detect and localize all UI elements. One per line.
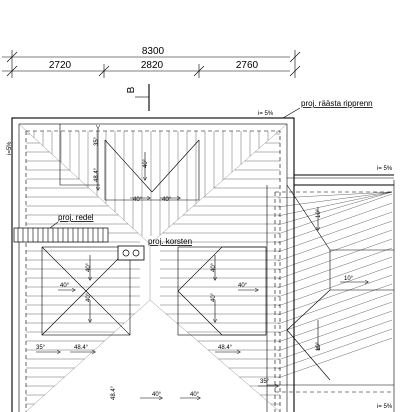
slope-label-top: i= 5% [258, 111, 274, 117]
rafter-line [277, 247, 393, 289]
rafter-line [277, 256, 393, 298]
angle-labels: 48.4° 35° 40° 40° 40° 10° 10° 10° 40° 40… [36, 136, 354, 400]
rafter-line [277, 193, 393, 235]
rafter-line [277, 265, 393, 307]
rafter-line [277, 191, 393, 199]
section-marker: B [126, 84, 150, 111]
angle-label: 48.4° [94, 167, 100, 182]
rafter-line [277, 238, 393, 280]
dimension-chain: 8300 2720 2820 2760 [2, 46, 301, 78]
dormer-top-left [59, 124, 200, 201]
angle-label: 48.4° [111, 385, 117, 400]
slope-arrows [36, 128, 368, 398]
dim-segment-2: 2820 [141, 60, 164, 71]
rafter-line [277, 301, 393, 343]
angle-label: 40° [190, 392, 200, 398]
angle-label: 10° [316, 208, 322, 218]
rafter-line [277, 202, 393, 244]
roof-outline [11, 117, 395, 412]
rafter-line [277, 191, 393, 217]
angle-label: 40° [86, 292, 92, 302]
rafter-line [277, 191, 393, 226]
rafter-line [277, 191, 393, 208]
note-ladder: proj. redel [58, 213, 94, 222]
angle-label: 10° [344, 276, 354, 282]
angle-label: 40° [211, 292, 217, 302]
dormer-left [41, 246, 131, 336]
rafter-line [277, 220, 393, 262]
slope-label-left: i=5% [7, 141, 13, 155]
angle-label: 40° [60, 283, 70, 289]
note-gutter: proj. räästa ripprenn [301, 99, 373, 108]
chimney: proj. korsten [117, 237, 192, 261]
angle-label: 35° [260, 379, 270, 385]
rafter-lines [26, 131, 393, 405]
dormer-right [177, 246, 267, 336]
angle-label: 40° [133, 197, 143, 203]
slope-label-right-bottom: i= 5% [377, 404, 393, 410]
angle-label: 48.4° [74, 345, 89, 351]
angle-label: 40° [211, 262, 217, 272]
angle-label: 10° [316, 341, 322, 351]
angle-label: 40° [152, 392, 162, 398]
angle-label: 40° [143, 158, 149, 168]
angle-label: 40° [86, 262, 92, 272]
angle-label: 40° [162, 197, 172, 203]
rafter-line [277, 328, 393, 370]
note-chimney: proj. korsten [148, 237, 192, 246]
angle-label: 35° [36, 345, 46, 351]
dim-total: 8300 [142, 46, 165, 57]
right-wing-ridges [286, 184, 394, 381]
dim-segment-3: 2760 [236, 60, 259, 71]
rafter-line [277, 211, 393, 253]
rafter-line [277, 310, 393, 352]
rafter-line [277, 283, 393, 325]
rafter-line [277, 319, 393, 361]
rafter-hatching [18, 123, 288, 412]
slope-label-right-top: i= 5% [377, 166, 393, 172]
section-letter: B [126, 86, 137, 93]
rafter-line [277, 292, 393, 334]
angle-label: 35° [94, 136, 100, 146]
rafter-line [277, 274, 393, 316]
rafter-line [277, 337, 393, 379]
dim-segment-1: 2720 [49, 60, 72, 71]
angle-label: 40° [238, 283, 248, 289]
angle-label: 48.4° [218, 345, 233, 351]
ladder: proj. redel [13, 213, 109, 243]
